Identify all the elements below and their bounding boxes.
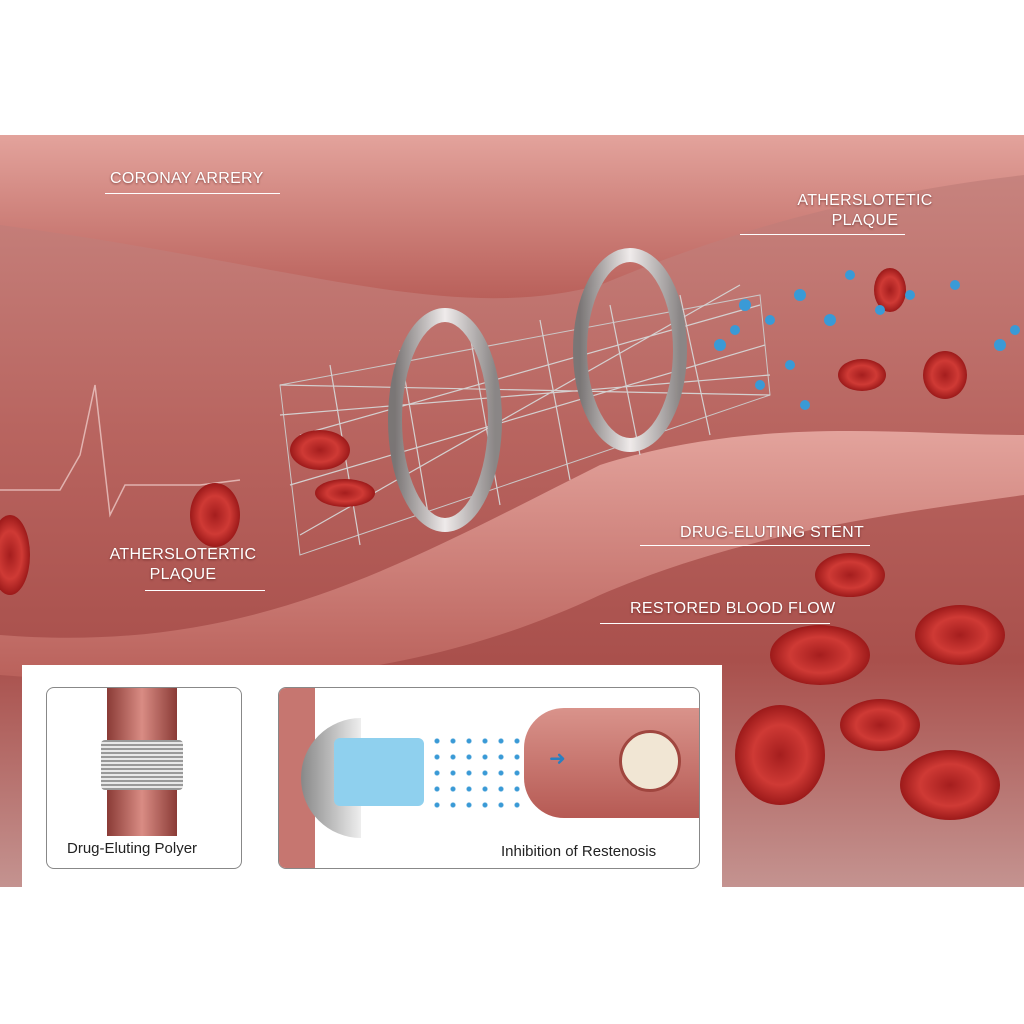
- label-line: PLAQUE: [831, 212, 899, 229]
- arrow-icon: ➜: [549, 748, 566, 770]
- detail-inset-panel: Drug-Eluting Polyer ➜ Inhibition of Rest…: [22, 665, 722, 887]
- upper-artery-wall: [0, 135, 1024, 299]
- polymer-detail-box: Drug-Eluting Polyer: [46, 687, 242, 869]
- drug-particles: [429, 733, 529, 813]
- label-line: PLAQUE: [149, 566, 217, 583]
- restenosis-detail-box: ➜ Inhibition of Restenosis: [278, 687, 700, 869]
- label-stent: DRUG-ELUTING STENT: [680, 524, 865, 541]
- panel2-caption: Inhibition of Restenosis: [501, 843, 657, 860]
- stent-coil: [101, 740, 183, 790]
- stent: [279, 248, 771, 556]
- lumen: [619, 730, 681, 792]
- leader-line: [640, 545, 870, 546]
- lower-artery-wall: [0, 431, 1024, 683]
- leader-line: [600, 623, 830, 624]
- leader-line: [740, 234, 905, 235]
- label-blood-flow: RESTORED BLOOD FLOW: [630, 600, 836, 617]
- label-plaque-left: ATHERSLOTERTIC PLAQUE: [103, 545, 263, 585]
- panel1-caption: Drug-Eluting Polyer: [67, 840, 198, 857]
- heartbeat-line: [0, 384, 241, 518]
- leader-line: [105, 193, 280, 194]
- vessel-cross-section: ➜: [524, 708, 699, 818]
- label-line: ATHERSLOTETIC: [797, 192, 933, 209]
- artery-artwork: [0, 135, 1024, 820]
- label-coronary-artery: CORONAY ARRERY: [110, 170, 264, 187]
- label-line: ATHERSLOTERTIC: [109, 546, 257, 563]
- red-blood-cells: [0, 268, 1005, 820]
- drug-particles: [714, 270, 1020, 410]
- label-plaque-top: ATHERSLOTETIC PLAQUE: [790, 191, 940, 231]
- leader-line: [145, 590, 265, 591]
- drug-stent: [334, 738, 424, 806]
